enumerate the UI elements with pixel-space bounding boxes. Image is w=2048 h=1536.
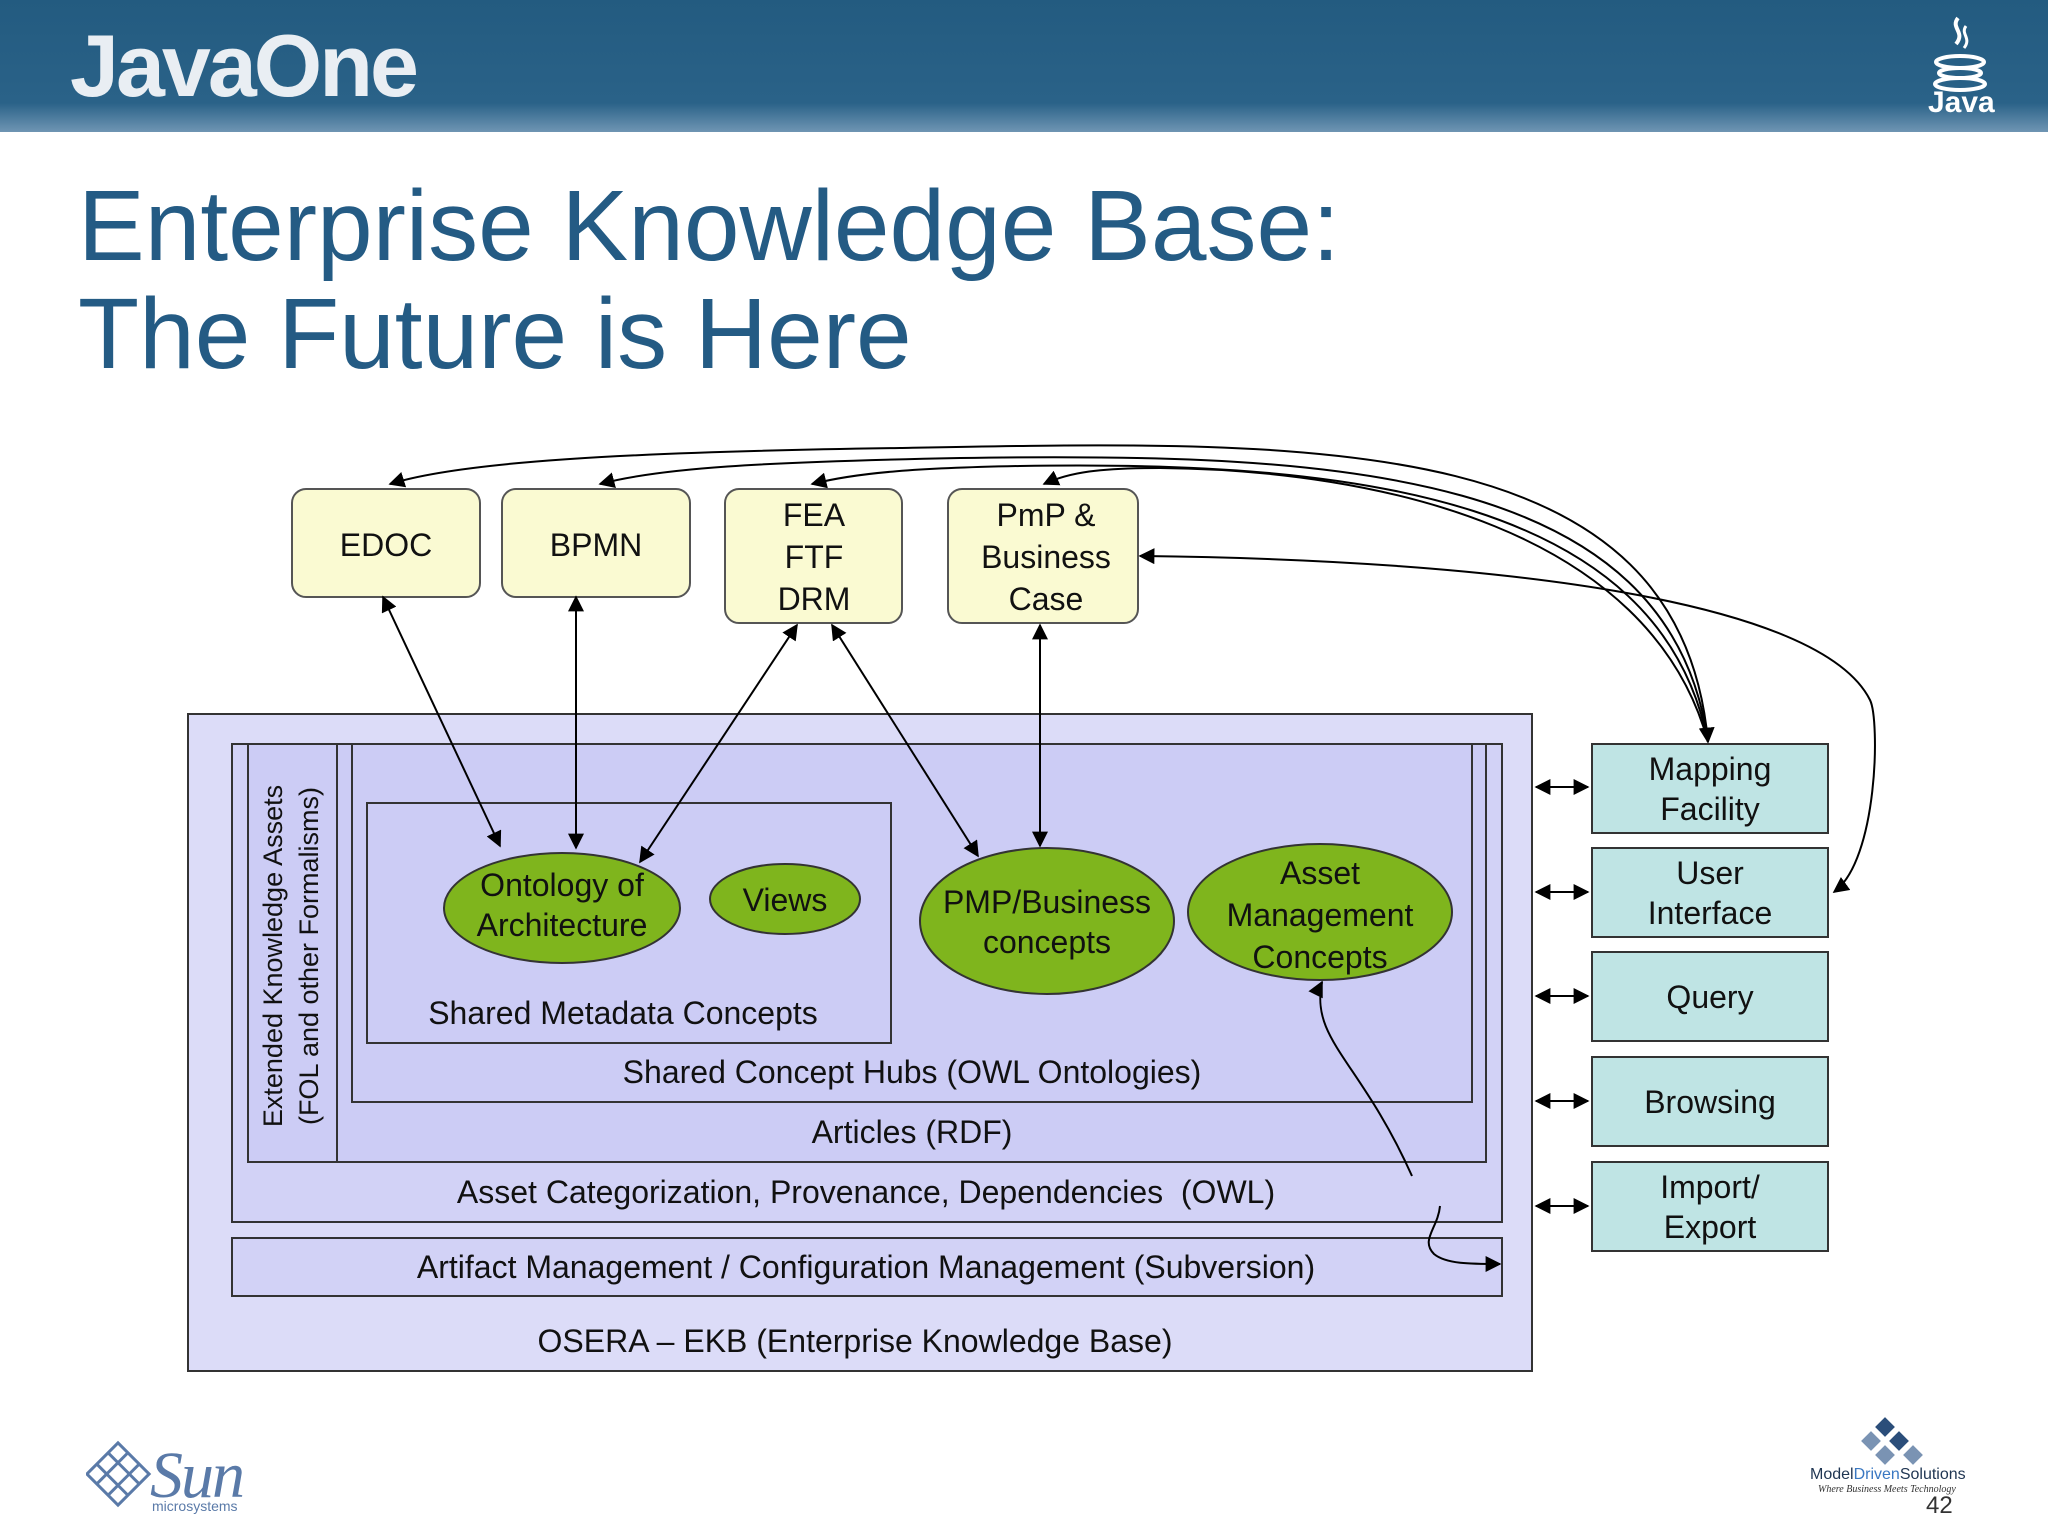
title-line-1: Enterprise Knowledge Base: [78, 170, 1340, 282]
javaone-logo: JavaOne [70, 16, 419, 115]
svg-text:Case: Case [1009, 581, 1084, 617]
ellipse-pmp-business: PMP/Business concepts [919, 847, 1175, 995]
edge-asset-artifact [1319, 981, 1500, 1264]
osera-label: OSERA – EKB (Enterprise Knowledge Base) [538, 1323, 1173, 1359]
top-node-edoc: EDOC [291, 488, 481, 598]
ellipse-asset-management: Asset Management Concepts [1187, 843, 1453, 981]
header-banner [0, 0, 2048, 132]
svg-text:Import/: Import/ [1660, 1169, 1760, 1205]
extended-knowledge-label-2: (FOL and other Formalisms) [294, 787, 324, 1125]
edge-mapping-pmp [1042, 466, 1709, 743]
svg-text:PMP/Business: PMP/Business [943, 884, 1151, 920]
sun-diamond-icon [86, 1440, 152, 1508]
svg-text:User: User [1676, 855, 1744, 891]
shared-metadata-label: Shared Metadata Concepts [428, 995, 818, 1031]
top-node-fea: FEA FTF DRM [724, 488, 903, 624]
svg-text:DRM: DRM [778, 581, 851, 617]
model-driven-solutions-tagline: Where Business Meets Technology [1818, 1484, 1956, 1495]
sun-subtitle: microsystems [152, 1498, 238, 1514]
svg-text:BPMN: BPMN [550, 527, 642, 563]
java-label: Java [1928, 86, 1995, 119]
svg-text:EDOC: EDOC [340, 527, 432, 563]
side-box-user-interface: User Interface [1591, 847, 1829, 938]
java-cup-icon [1933, 16, 1987, 92]
svg-text:Mapping: Mapping [1649, 751, 1772, 787]
side-box-browsing: Browsing [1591, 1056, 1829, 1147]
asset-categorization-label: Asset Categorization, Provenance, Depend… [457, 1174, 1275, 1210]
svg-text:Business: Business [981, 539, 1111, 575]
svg-text:Browsing: Browsing [1644, 1084, 1776, 1120]
model-driven-solutions-logo-icon [1861, 1417, 1923, 1465]
page-title: Enterprise Knowledge Base: The Future is… [78, 172, 1340, 388]
svg-text:Interface: Interface [1648, 895, 1773, 931]
svg-text:Views: Views [743, 882, 828, 918]
top-node-pmp: PmP & Business Case [947, 488, 1139, 624]
side-box-query: Query [1591, 951, 1829, 1042]
shared-concept-hubs-label: Shared Concept Hubs (OWL Ontologies) [623, 1054, 1202, 1090]
svg-text:Facility: Facility [1660, 791, 1760, 827]
svg-text:Asset: Asset [1280, 855, 1360, 891]
svg-text:Query: Query [1666, 979, 1753, 1015]
sun-logo-text: Sun [150, 1439, 245, 1512]
ellipse-views: Views [709, 863, 861, 935]
svg-text:FEA: FEA [783, 497, 846, 533]
model-driven-solutions-name: ModelDrivenSolutions [1810, 1466, 1966, 1483]
top-node-bpmn: BPMN [501, 488, 691, 598]
ellipse-ontology: Ontology of Architecture [443, 852, 681, 964]
svg-text:FTF: FTF [785, 539, 844, 575]
extended-knowledge-label-1: Extended Knowledge Assets [258, 785, 288, 1127]
svg-text:Architecture: Architecture [477, 907, 648, 943]
svg-text:PmP &: PmP & [997, 497, 1096, 533]
svg-text:concepts: concepts [983, 924, 1111, 960]
page-number: 42 [1926, 1492, 1953, 1519]
artifact-management-label: Artifact Management / Configuration Mana… [417, 1249, 1315, 1285]
edge-mapping-fea [810, 464, 1709, 743]
svg-text:Concepts: Concepts [1252, 939, 1387, 975]
svg-text:Ontology of: Ontology of [480, 867, 644, 903]
artifact-management-box [231, 1237, 1503, 1297]
side-box-import-export: Import/ Export [1591, 1161, 1829, 1252]
side-box-mapping: Mapping Facility [1591, 743, 1829, 834]
edge-ui-pmp [1138, 548, 1876, 893]
articles-label: Articles (RDF) [812, 1114, 1013, 1150]
title-line-2: The Future is Here [78, 278, 912, 390]
svg-text:Export: Export [1664, 1209, 1757, 1245]
svg-text:Management: Management [1227, 897, 1414, 933]
